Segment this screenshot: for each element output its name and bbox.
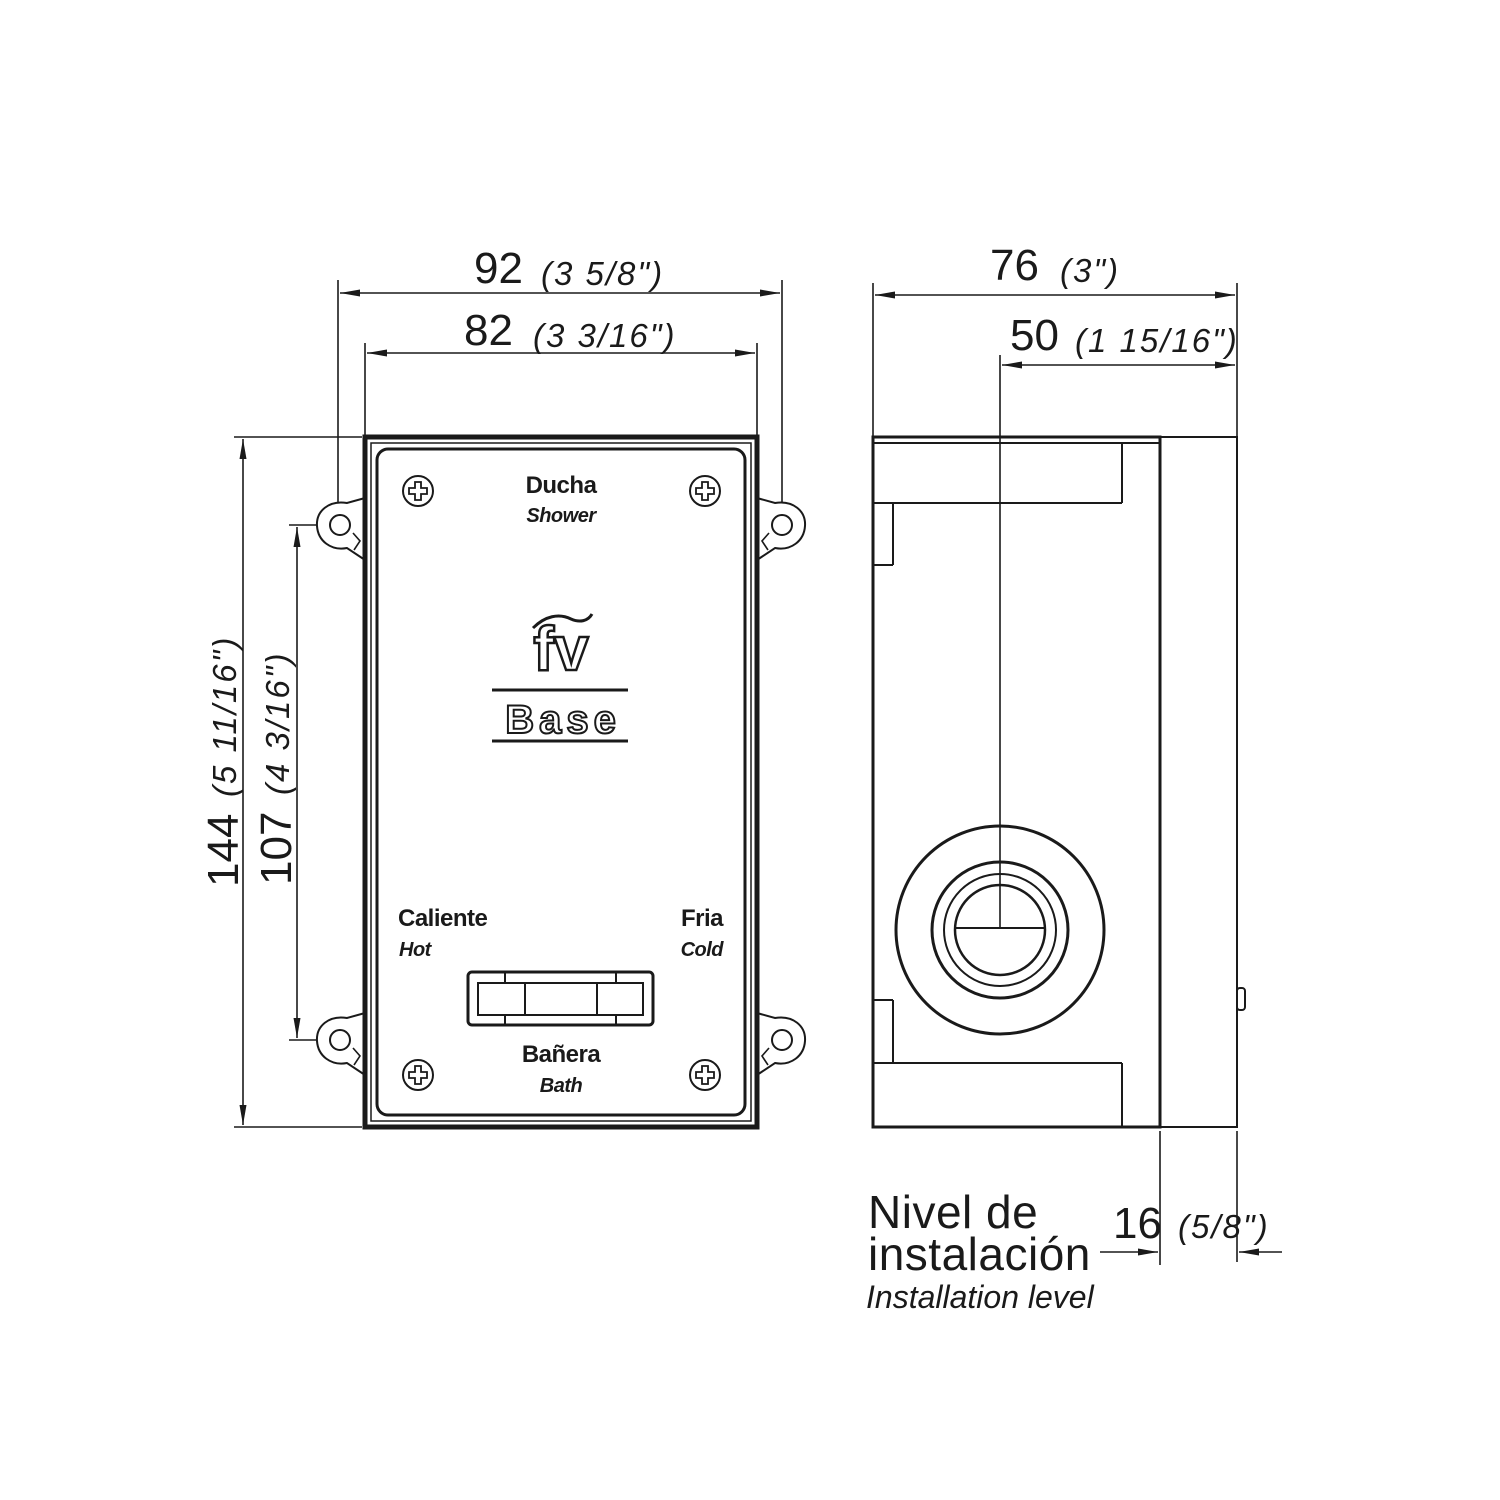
diverter-switch	[466, 970, 655, 1027]
dimension-width-inner: 82 (3 3/16")	[364, 306, 758, 437]
screw-top-left	[402, 475, 434, 507]
front-view: 92 (3 5/8") 82 (3 3/16") 144 (5 11/16") …	[199, 244, 807, 1130]
dimension-value-mm: 76	[990, 241, 1039, 290]
dimension-height-outer: 144 (5 11/16")	[199, 436, 362, 1128]
box-frame-inner-edge	[370, 442, 752, 1122]
outlet-ring	[943, 873, 1057, 987]
installation-level-line1: Nivel de	[868, 1186, 1038, 1238]
screw-cross	[408, 1065, 428, 1085]
outlet-connection	[894, 824, 1106, 1036]
cover-plate	[375, 447, 747, 1117]
label-shower-es: Ducha	[526, 472, 598, 499]
screw-cross	[408, 481, 428, 501]
fv-logo: fv	[531, 613, 594, 685]
mounting-ear-bottom-right	[756, 1012, 807, 1076]
outlet-ring	[930, 860, 1070, 1000]
ear-hole	[329, 1029, 351, 1051]
label-hot-es: Caliente	[398, 905, 488, 932]
label-shower-en: Shower	[526, 505, 597, 527]
dimension-value-mm: 107	[252, 812, 301, 885]
dimension-value-inch: (5 11/16")	[206, 636, 243, 797]
dimension-value-inch: (5/8")	[1178, 1208, 1270, 1245]
dimension-depth: 76 (3")	[872, 241, 1238, 437]
mounting-ear-top-left	[315, 497, 366, 561]
label-bath-es: Bañera	[522, 1041, 602, 1068]
screw-bottom-right	[689, 1059, 721, 1091]
dimension-value-inch: (3 3/16")	[533, 317, 676, 354]
screw-cross	[695, 1065, 715, 1085]
dimension-value-inch: (3 5/8")	[541, 255, 664, 292]
ear-detail	[352, 532, 362, 551]
dimension-value-mm: 82	[464, 306, 513, 355]
model-name: Base	[505, 698, 621, 742]
installation-level-line2: instalación	[868, 1228, 1091, 1280]
label-hot-en: Hot	[399, 939, 433, 961]
ear-hole	[771, 514, 793, 536]
dimension-value-inch: (4 3/16")	[259, 652, 296, 795]
ear-detail	[352, 1047, 362, 1066]
side-view: 76 (3") 50 (1 15/16")	[866, 241, 1282, 1315]
outlet-outer-ring	[894, 824, 1106, 1036]
screw-bottom-left	[402, 1059, 434, 1091]
dimension-value-mm: 16	[1113, 1199, 1162, 1248]
dimension-value-inch: (3")	[1060, 252, 1120, 289]
mounting-ear-bottom-left	[315, 1012, 366, 1076]
label-cold-en: Cold	[681, 939, 725, 961]
dimension-height-mounting: 107 (4 3/16")	[252, 524, 322, 1041]
logo-text: fv	[533, 615, 589, 684]
outlet-bore	[953, 883, 1047, 977]
dimension-outlet-offset: 50 (1 15/16")	[999, 311, 1239, 928]
dimension-value-mm: 144	[199, 814, 248, 887]
label-cold-es: Fria	[681, 905, 724, 932]
dimension-flange: 16 (5/8")	[1100, 1131, 1282, 1265]
dimension-value-mm: 50	[1010, 311, 1059, 360]
ear-detail	[760, 532, 770, 551]
switch-inner	[477, 982, 644, 1016]
screw-top-right	[689, 475, 721, 507]
dimension-width-outer: 92 (3 5/8")	[337, 244, 783, 506]
label-bath-en: Bath	[540, 1075, 583, 1097]
ear-detail	[760, 1047, 770, 1066]
installation-level-label: Nivel de instalación Installation level	[866, 1186, 1095, 1315]
dimension-value-mm: 92	[474, 244, 523, 293]
dimension-value-inch: (1 15/16")	[1075, 322, 1239, 359]
ear-hole	[329, 514, 351, 536]
screw-cross	[695, 481, 715, 501]
flange-bump	[1236, 987, 1246, 1011]
installation-level-en: Installation level	[866, 1279, 1095, 1315]
ear-hole	[771, 1029, 793, 1051]
logo-swoosh	[531, 613, 594, 630]
mounting-ear-top-right	[756, 497, 807, 561]
